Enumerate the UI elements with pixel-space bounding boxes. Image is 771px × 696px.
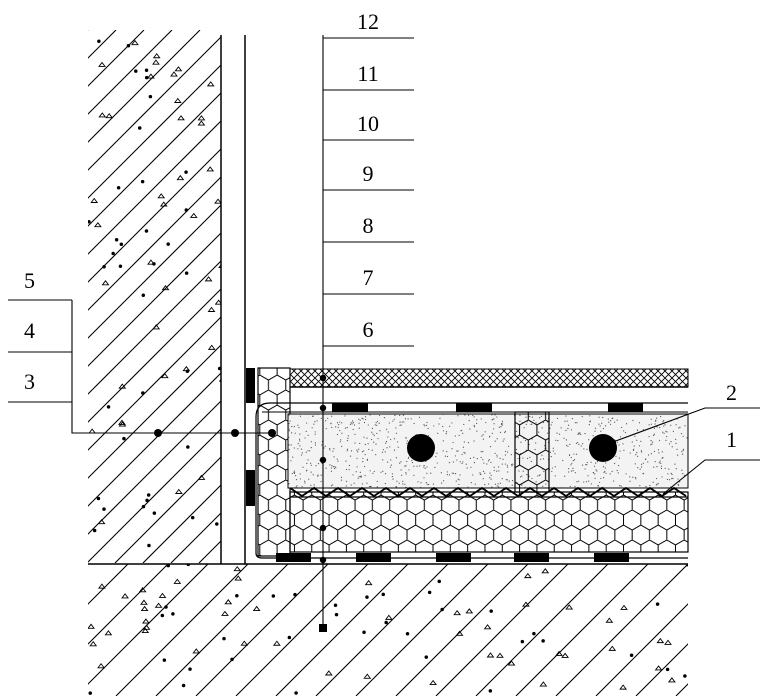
leader-dots — [319, 374, 327, 564]
leader-dot — [268, 429, 276, 437]
right-labels: 12 11 10 9 8 7 6 — [357, 9, 379, 342]
leader-end-square — [319, 624, 327, 632]
label-6: 6 — [363, 317, 374, 342]
insulation-board — [289, 491, 689, 553]
heating-pipe — [407, 434, 435, 462]
edge-strip-block — [246, 368, 255, 403]
slab-concrete — [88, 564, 688, 696]
label-2: 2 — [726, 380, 737, 405]
bottom-support-blocks — [276, 553, 629, 562]
heating-pipe — [589, 434, 617, 462]
label-10: 10 — [357, 111, 379, 136]
leader-line-2 — [612, 407, 760, 443]
label-12: 12 — [357, 9, 379, 34]
label-3: 3 — [24, 369, 35, 394]
leader-dot — [610, 439, 616, 445]
top-support-blocks — [332, 403, 643, 412]
reflective-film-line — [289, 486, 687, 498]
label-8: 8 — [363, 213, 374, 238]
right-label-lines — [323, 37, 414, 347]
label-9: 9 — [363, 161, 374, 186]
membrane-line — [255, 402, 688, 559]
label-11: 11 — [357, 61, 378, 86]
edge-insulation-strip — [257, 367, 291, 557]
expansion-joint — [514, 411, 550, 493]
leader-dot — [231, 429, 239, 437]
edge-strip-block — [246, 470, 255, 506]
label-1: 1 — [726, 427, 737, 452]
screed-layer — [287, 413, 689, 489]
label-5: 5 — [24, 268, 35, 293]
leader-dot — [154, 429, 162, 437]
wall-concrete — [88, 30, 221, 563]
left-label-lines — [8, 299, 272, 434]
label-7: 7 — [363, 265, 374, 290]
label-4: 4 — [24, 318, 35, 343]
finish-mesh-layer — [289, 368, 689, 388]
leader-line-1 — [662, 459, 760, 495]
